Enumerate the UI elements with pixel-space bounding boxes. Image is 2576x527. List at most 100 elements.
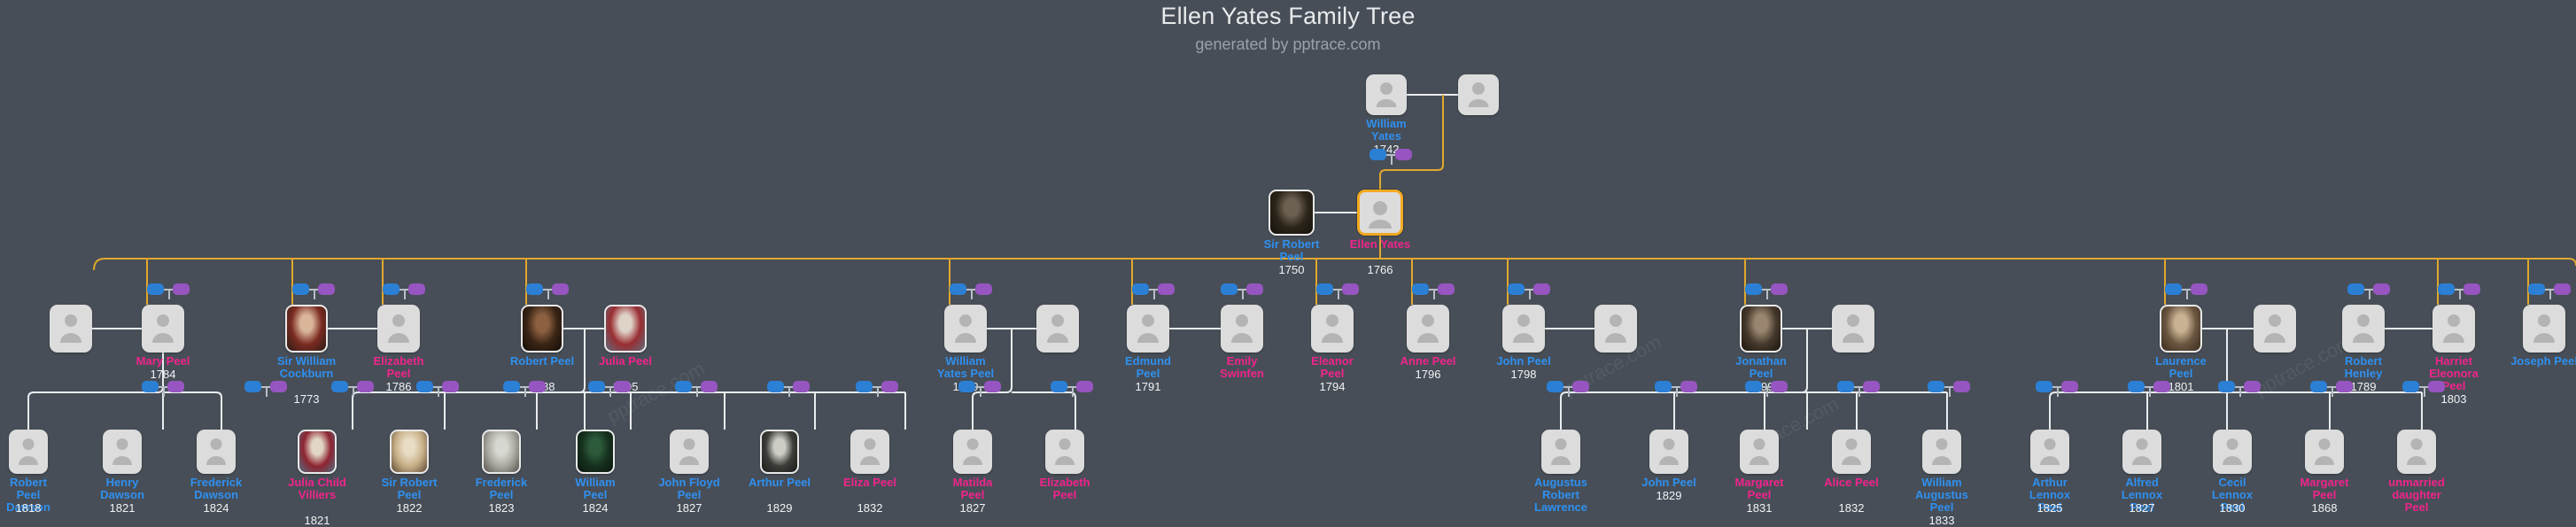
female-badge-pill[interactable] [1680, 381, 1697, 392]
couple-badge[interactable] [1745, 283, 1788, 305]
male-badge-pill[interactable] [244, 381, 261, 392]
female-badge-pill[interactable] [2373, 283, 2390, 295]
person-avatar-placeholder[interactable] [1036, 305, 1079, 353]
male-badge-pill[interactable] [1132, 283, 1149, 295]
male-badge-pill[interactable] [2128, 381, 2145, 392]
person-portrait[interactable] [521, 305, 563, 353]
female-badge-pill[interactable] [1158, 283, 1175, 295]
person-avatar-placeholder[interactable] [377, 305, 420, 353]
female-badge-pill[interactable] [1533, 283, 1550, 295]
person-avatar-placeholder[interactable] [2213, 430, 2252, 474]
couple-badge[interactable] [856, 381, 898, 402]
person-avatar-placeholder[interactable] [142, 305, 184, 353]
person-avatar-placeholder[interactable] [1649, 430, 1688, 474]
female-badge-pill[interactable] [167, 381, 184, 392]
person-avatar-placeholder[interactable] [50, 305, 92, 353]
couple-badge[interactable] [2128, 381, 2170, 402]
person-avatar-placeholder[interactable] [2523, 305, 2565, 353]
person-avatar-placeholder[interactable] [850, 430, 889, 474]
couple-badge[interactable] [675, 381, 718, 402]
male-badge-pill[interactable] [331, 381, 348, 392]
female-badge-pill[interactable] [701, 381, 718, 392]
person-avatar-placeholder[interactable] [2254, 305, 2296, 353]
couple-badge[interactable] [1132, 283, 1175, 305]
female-badge-pill[interactable] [1771, 283, 1788, 295]
male-badge-pill[interactable] [2310, 381, 2327, 392]
female-badge-pill[interactable] [2554, 283, 2571, 295]
female-badge-pill[interactable] [1438, 283, 1455, 295]
person-avatar-placeholder[interactable] [1357, 190, 1403, 236]
female-badge-pill[interactable] [975, 283, 992, 295]
person-portrait[interactable] [482, 430, 521, 474]
male-badge-pill[interactable] [1412, 283, 1429, 295]
male-badge-pill[interactable] [1547, 381, 1563, 392]
person-avatar-placeholder[interactable] [1740, 430, 1779, 474]
male-badge-pill[interactable] [147, 283, 164, 295]
couple-badge[interactable] [1837, 381, 1880, 402]
couple-badge[interactable] [1221, 283, 1263, 305]
female-badge-pill[interactable] [529, 381, 546, 392]
person-avatar-placeholder[interactable] [1407, 305, 1449, 353]
person-avatar-placeholder[interactable] [1366, 74, 1407, 115]
male-badge-pill[interactable] [1316, 283, 1333, 295]
female-badge-pill[interactable] [2428, 381, 2445, 392]
female-badge-pill[interactable] [1863, 381, 1880, 392]
couple-badge[interactable] [2528, 283, 2571, 305]
male-badge-pill[interactable] [1837, 381, 1854, 392]
male-badge-pill[interactable] [2438, 283, 2455, 295]
person-avatar-placeholder[interactable] [9, 430, 48, 474]
male-badge-pill[interactable] [2528, 283, 2545, 295]
person-portrait[interactable] [1740, 305, 1782, 353]
person-portrait[interactable] [298, 430, 337, 474]
couple-badge[interactable] [1547, 381, 1589, 402]
person-avatar-placeholder[interactable] [1832, 305, 1874, 353]
couple-badge[interactable] [1051, 381, 1093, 402]
couple-badge[interactable] [2438, 283, 2480, 305]
male-badge-pill[interactable] [142, 381, 159, 392]
person-avatar-placeholder[interactable] [1541, 430, 1580, 474]
male-badge-pill[interactable] [1051, 381, 1067, 392]
couple-badge[interactable] [147, 283, 190, 305]
male-badge-pill[interactable] [503, 381, 520, 392]
person-avatar-placeholder[interactable] [670, 430, 709, 474]
female-badge-pill[interactable] [2061, 381, 2078, 392]
female-badge-pill[interactable] [1395, 149, 1412, 160]
female-badge-pill[interactable] [793, 381, 810, 392]
couple-badge[interactable] [958, 381, 1001, 402]
couple-badge[interactable] [2036, 381, 2078, 402]
person-avatar-placeholder[interactable] [1832, 430, 1871, 474]
male-badge-pill[interactable] [1928, 381, 1944, 392]
couple-badge[interactable] [526, 283, 569, 305]
male-badge-pill[interactable] [1745, 283, 1762, 295]
female-badge-pill[interactable] [318, 283, 335, 295]
couple-badge[interactable] [1369, 149, 1412, 170]
couple-badge[interactable] [292, 283, 335, 305]
male-badge-pill[interactable] [856, 381, 873, 392]
female-badge-pill[interactable] [1246, 283, 1263, 295]
person-avatar-placeholder[interactable] [2122, 430, 2161, 474]
female-badge-pill[interactable] [2191, 283, 2207, 295]
female-badge-pill[interactable] [984, 381, 1001, 392]
female-badge-pill[interactable] [2336, 381, 2353, 392]
person-avatar-placeholder[interactable] [1458, 74, 1499, 115]
person-portrait[interactable] [760, 430, 799, 474]
male-badge-pill[interactable] [1369, 149, 1386, 160]
person-portrait[interactable] [576, 430, 615, 474]
male-badge-pill[interactable] [2218, 381, 2235, 392]
person-avatar-placeholder[interactable] [2305, 430, 2344, 474]
person-portrait[interactable] [2160, 305, 2202, 353]
male-badge-pill[interactable] [2402, 381, 2419, 392]
male-badge-pill[interactable] [2347, 283, 2364, 295]
male-badge-pill[interactable] [767, 381, 784, 392]
person-avatar-placeholder[interactable] [1922, 430, 1961, 474]
couple-badge[interactable] [2347, 283, 2390, 305]
couple-badge[interactable] [142, 381, 184, 402]
male-badge-pill[interactable] [588, 381, 605, 392]
person-portrait[interactable] [390, 430, 429, 474]
male-badge-pill[interactable] [950, 283, 966, 295]
person-avatar-placeholder[interactable] [2397, 430, 2436, 474]
couple-badge[interactable] [1745, 381, 1788, 402]
couple-badge[interactable] [1412, 283, 1455, 305]
male-badge-pill[interactable] [383, 283, 400, 295]
couple-badge[interactable] [950, 283, 992, 305]
